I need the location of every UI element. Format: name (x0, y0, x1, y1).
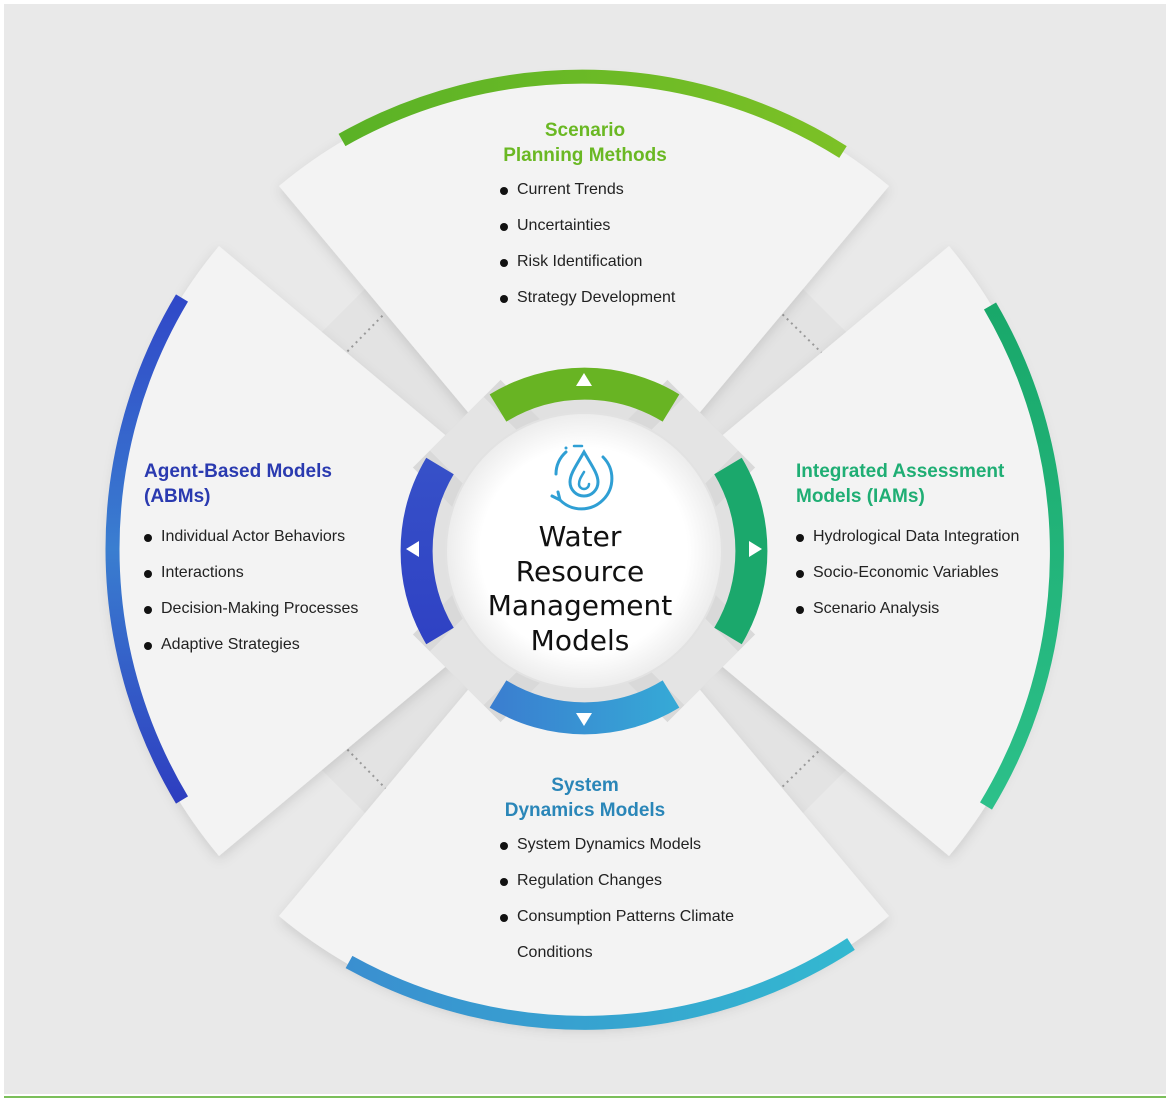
top-section-list: Current Trends Uncertainties Risk Identi… (499, 172, 675, 316)
outer-arc-left (105, 294, 189, 804)
arrow-up-icon (576, 373, 592, 386)
top-section-title: Scenario Planning Methods (440, 118, 730, 168)
outer-arc-top (338, 69, 847, 158)
arrow-left-icon (406, 541, 419, 557)
right-section-title: Integrated Assessment Models (IAMs) (796, 459, 1004, 509)
panel-top (279, 75, 889, 551)
center-title-line: Resource (515, 554, 645, 588)
list-item: Scenario Analysis (795, 591, 1019, 627)
title-line: Dynamics Models (504, 800, 666, 821)
direction-arrows (406, 373, 762, 726)
list-item: Regulation Changes (499, 863, 734, 899)
title-line: Planning Methods (503, 145, 667, 166)
center-title-line: Water (538, 520, 622, 553)
left-section-list: Individual Actor Behaviors Interactions … (143, 519, 358, 663)
title-line: Scenario (544, 120, 626, 141)
outer-arc-bottom (345, 938, 855, 1030)
list-item: Individual Actor Behaviors (143, 519, 358, 555)
center-title: Water Resource Management Models (465, 520, 695, 658)
panel-bottom (279, 551, 889, 1027)
arrow-right-icon (749, 541, 762, 557)
center-title-line: Models (530, 623, 630, 657)
list-item: Current Trends (499, 172, 675, 208)
list-item: Hydrological Data Integration (795, 519, 1019, 555)
title-line: (ABMs) (144, 486, 211, 507)
list-item: Risk Identification (499, 244, 675, 280)
outer-arcs (105, 69, 1064, 1030)
title-line: Integrated Assessment (796, 461, 1005, 482)
left-section-title: Agent-Based Models (ABMs) (144, 459, 332, 509)
title-line: Agent-Based Models (144, 461, 332, 482)
panel-left (108, 246, 585, 856)
panel-right (584, 246, 1060, 856)
water-drop-cycle-icon (550, 444, 614, 511)
list-item: Strategy Development (499, 280, 675, 316)
list-item: Decision-Making Processes (143, 591, 358, 627)
outer-arc-right (980, 302, 1064, 810)
list-item: Adaptive Strategies (143, 627, 358, 663)
list-item: Uncertainties (499, 208, 675, 244)
bottom-section-list: System Dynamics Models Regulation Change… (499, 827, 734, 971)
center-title-line: Management (487, 589, 673, 622)
quadrant-panels (108, 75, 1060, 1027)
list-item-continuation: Conditions (517, 944, 593, 961)
list-item: Consumption Patterns Climate (499, 899, 734, 935)
title-line: System (551, 775, 619, 796)
bottom-section-title: System Dynamics Models (440, 773, 730, 823)
list-item: System Dynamics Models (499, 827, 734, 863)
list-item: Interactions (143, 555, 358, 591)
center-circle (446, 413, 722, 689)
arrow-down-icon (576, 713, 592, 726)
right-section-list: Hydrological Data Integration Socio-Econ… (795, 519, 1019, 627)
list-item: Socio-Economic Variables (795, 555, 1019, 591)
title-line: Models (IAMs) (796, 486, 925, 507)
